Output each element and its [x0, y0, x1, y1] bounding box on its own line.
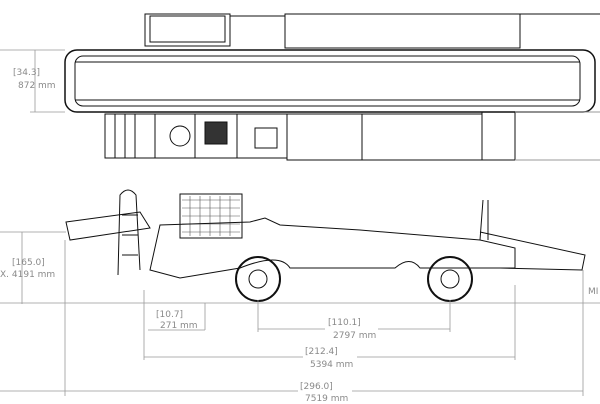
overall-length-mm: 7519 mm	[305, 394, 349, 404]
clearance-inches: [10.7]	[156, 310, 184, 320]
wheelbase-inches: [110.1]	[328, 318, 361, 328]
cab-guard-mesh	[179, 193, 243, 239]
top-panel	[284, 13, 521, 49]
front-wheel	[235, 256, 281, 302]
engine-cover	[286, 113, 363, 161]
conveyor-top	[64, 49, 596, 113]
min-label: MI	[588, 287, 599, 297]
steering-wheel-top	[169, 125, 191, 147]
step-unit	[104, 113, 156, 159]
top-cab-box	[144, 13, 231, 47]
chassis	[149, 217, 516, 279]
wheelbase-mm: 2797 mm	[333, 331, 377, 341]
chassis-length-mm: 5394 mm	[310, 360, 354, 370]
rear-wheel	[427, 256, 473, 302]
overall-length-inches: [296.0]	[300, 382, 333, 392]
dimension-lines	[0, 49, 600, 396]
rear-conveyor	[479, 231, 586, 271]
width-mm: 872 mm	[18, 81, 56, 91]
ladder-rail	[117, 189, 141, 276]
height-inches: [165.0]	[12, 258, 45, 268]
chassis-length-inches: [212.4]	[305, 347, 338, 357]
height-mm: X. 4191 mm	[0, 270, 56, 280]
side-view	[65, 189, 586, 302]
front-conveyor	[65, 211, 151, 241]
top-view	[64, 13, 600, 161]
width-inches: [34.3]	[13, 68, 41, 78]
clearance-mm: 271 mm	[160, 321, 198, 331]
